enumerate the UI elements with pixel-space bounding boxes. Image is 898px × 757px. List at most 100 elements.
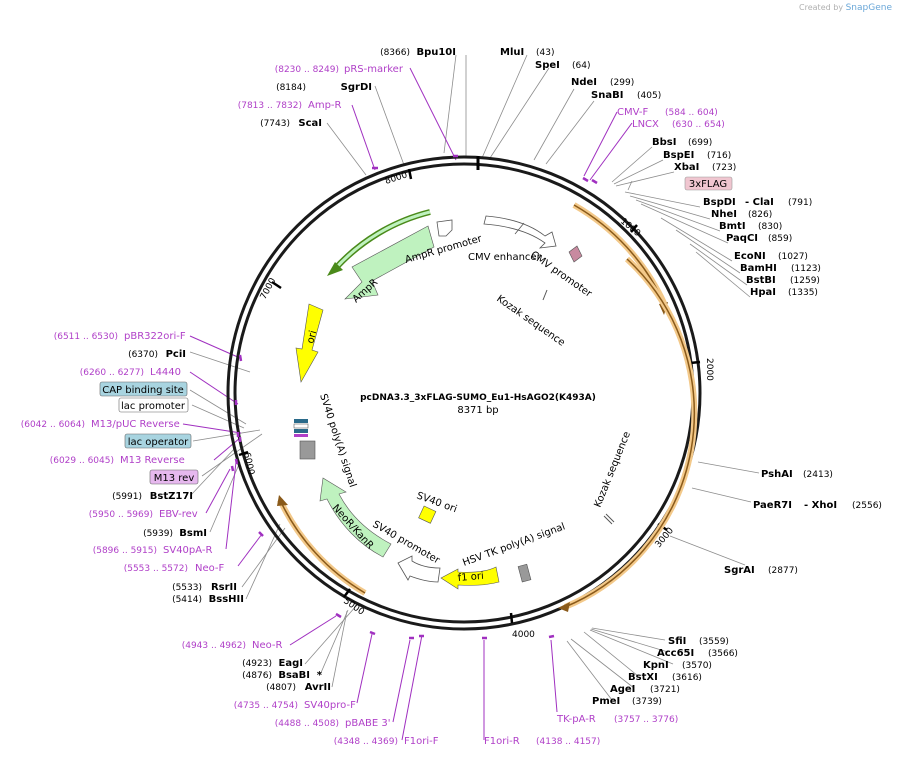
feature-label: NeoR/KanR — [330, 503, 376, 552]
kozak-lower-line — [605, 513, 615, 523]
enzyme-pos: (791) — [788, 198, 812, 208]
primer-range: (3757 .. 3776) — [614, 715, 678, 725]
cap-box — [99, 381, 188, 397]
enzyme-pos: (859) — [768, 234, 792, 244]
enzyme-extra: - XhoI — [804, 500, 837, 511]
lac-operator-box-label: lac operator — [128, 437, 189, 448]
sv40-promoter-feature — [397, 555, 441, 583]
flag-feature — [568, 245, 583, 263]
boxed-labels: 3xFLAG CAP binding site lac promoter lac… — [99, 176, 733, 485]
feature-label: HSV TK poly(A) signal — [461, 521, 567, 568]
enzyme-pos: (2877) — [768, 566, 798, 576]
primer-range: (584 .. 604) — [665, 108, 718, 118]
enzyme-pos: (1027) — [778, 252, 808, 262]
enzyme-pos: (716) — [707, 151, 731, 161]
tick-label: 6000 — [241, 452, 256, 477]
primer-range: (6029 .. 6045) — [50, 456, 114, 466]
enzyme-label: ScaI — [298, 118, 322, 129]
enzyme-label: PshAI — [761, 469, 793, 480]
enzyme-pos: (7743) — [260, 119, 290, 129]
primer-label: SV40pro-F — [304, 700, 356, 711]
primer-range: (7813 .. 7832) — [238, 101, 302, 111]
enzyme-pos: (5414) — [172, 595, 202, 605]
enzyme-label: PaeR7I — [753, 500, 792, 511]
feature-label: CMV promoter — [528, 249, 594, 300]
primer-range: (4488 .. 4508) — [275, 719, 339, 729]
enzyme-pos: (5991) — [112, 492, 142, 502]
enzyme-pos: (723) — [712, 163, 736, 173]
enzyme-label: PciI — [166, 349, 186, 360]
enzyme-pos: (4876) — [242, 671, 272, 681]
enzyme-pos: (6370) — [128, 350, 158, 360]
primer-range: (5553 .. 5572) — [124, 564, 188, 574]
cmv-feature — [483, 215, 557, 249]
primer-range: (8230 .. 8249) — [275, 65, 339, 75]
enzyme-pos: (826) — [748, 210, 772, 220]
cap-box-label: CAP binding site — [102, 385, 184, 396]
enzyme-pos: (1123) — [791, 264, 821, 274]
sv40-ori-feature — [418, 505, 437, 524]
primer-label: TK-pA-R — [556, 714, 596, 725]
primer-range: (6511 .. 6530) — [54, 332, 118, 342]
enzymes-left: (8366) Bpu10I (8184) SgrDI (7743) ScaI (… — [112, 47, 456, 693]
kozak-lower-line2 — [603, 515, 613, 525]
primer-range: (4138 .. 4157) — [536, 737, 600, 747]
ori-feature — [295, 303, 324, 383]
primer-label: M13/pUC Reverse — [91, 419, 180, 430]
enzyme-pos: (8366) — [380, 48, 410, 58]
enzyme-pos: (3566) — [708, 649, 738, 659]
primer-label: Neo-R — [252, 640, 283, 651]
enzyme-label: EagI — [279, 658, 303, 669]
enzyme-pos: (2556) — [852, 501, 882, 511]
enzyme-pos: (699) — [688, 138, 712, 148]
feature-label: CMV enhancer — [468, 252, 542, 263]
primer-labels: (8230 .. 8249) pRS-marker (7813 .. 7832)… — [21, 64, 725, 747]
kozak-upper-line — [542, 289, 548, 301]
enzyme-label: BsmI — [179, 528, 207, 539]
enzyme-connectors — [189, 54, 760, 701]
enzyme-pos: (5939) — [143, 529, 173, 539]
feature-label: f1 ori — [457, 571, 484, 584]
enzyme-pos: (1335) — [788, 288, 818, 298]
enzyme-pos: (1259) — [790, 276, 820, 286]
enzyme-label: AvrII — [305, 682, 331, 693]
primer-label: M13 Reverse — [120, 455, 185, 466]
enzyme-pos: (2413) — [803, 470, 833, 480]
neo-feature — [319, 477, 392, 558]
enzyme-extra: - ClaI — [745, 197, 774, 208]
enzyme-label: BamHI — [740, 263, 777, 274]
m13-rev-box — [149, 469, 199, 485]
enzyme-pos: (4807) — [266, 683, 296, 693]
enzyme-extra: * — [317, 670, 323, 681]
credit-prefix: Created by — [799, 3, 844, 12]
enzyme-label: BmtI — [719, 221, 746, 232]
enzyme-label: PmeI — [592, 696, 620, 707]
ampr-promoter-feature — [436, 219, 453, 237]
enzyme-label: BstBI — [746, 275, 776, 286]
enzyme-pos: (3559) — [699, 637, 729, 647]
lac-operator-box — [124, 433, 192, 449]
enzyme-label: Acc65I — [657, 648, 694, 659]
enzyme-label: BstZ17I — [150, 491, 193, 502]
enzyme-label: NheI — [711, 209, 737, 220]
enzyme-label: SgrDI — [341, 82, 372, 93]
tick-label: 8000 — [384, 170, 409, 187]
enzyme-label: HpaI — [750, 287, 776, 298]
enzyme-label: AgeI — [610, 684, 635, 695]
primer-label: L4440 — [150, 367, 181, 378]
credit-brand: SnapGene — [845, 3, 892, 13]
enzyme-label: BstXI — [628, 672, 658, 683]
tick-label: 4000 — [512, 630, 535, 640]
enzyme-label: BspEI — [663, 150, 694, 161]
primer-label: pBR322ori-F — [124, 331, 186, 342]
enzyme-label: Bpu10I — [416, 47, 456, 58]
enzyme-label: XbaI — [674, 162, 699, 173]
m13-rev-box-label: M13 rev — [154, 473, 195, 484]
primer-markers — [230, 154, 598, 640]
enzyme-pos: (3570) — [682, 661, 712, 671]
enzyme-label: BbsI — [652, 137, 676, 148]
primer-connectors — [182, 67, 633, 741]
enzyme-label: BsaBI — [278, 670, 310, 681]
primer-range: (4348 .. 4369) — [334, 737, 398, 747]
